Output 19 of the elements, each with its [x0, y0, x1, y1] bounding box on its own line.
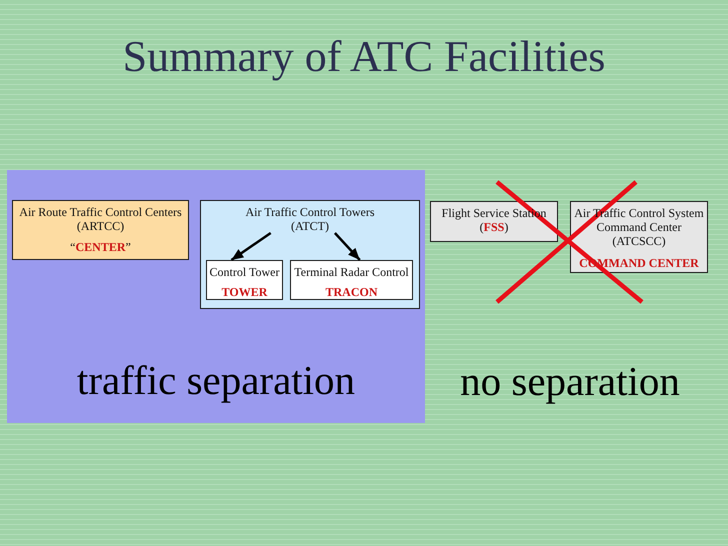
- section-label: no separation: [459, 358, 681, 404]
- facility-name: Air Route Traffic Control Centers (ARTCC): [18, 205, 183, 233]
- facility-box: [200, 200, 420, 309]
- panel-heading: traffic separation: [76, 357, 356, 403]
- slide-title: Summary of ATC Facilities: [122, 32, 606, 82]
- facility-name: Terminal Radar Control: [293, 265, 410, 279]
- facility-name: Control Tower: [208, 265, 280, 279]
- facility-box: [206, 260, 283, 300]
- box-heading: Air Traffic Control Towers (ATCT): [235, 205, 385, 233]
- facility-box: [290, 260, 413, 300]
- facility-box: [570, 201, 708, 273]
- arrow: [230, 232, 272, 262]
- facility-code: TRACON: [324, 285, 378, 299]
- facility-box: [12, 200, 189, 260]
- facility-code: TOWER: [220, 285, 268, 299]
- arrow: [334, 232, 361, 261]
- group-panel: [7, 170, 425, 423]
- facility-code: “CENTER”: [69, 240, 132, 254]
- facility-box: [430, 201, 558, 242]
